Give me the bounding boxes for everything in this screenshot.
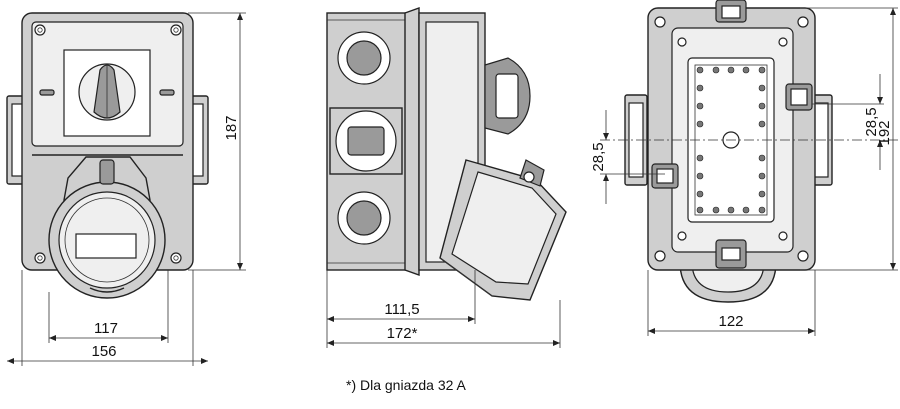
front-outer-width-label: 156 — [91, 343, 116, 360]
back-right-offset-label: 28,5 — [863, 107, 880, 136]
back-dimensions: 28,5 28,5 192 122 — [590, 7, 898, 336]
side-depth-label: 111,5 — [384, 301, 419, 318]
back-height-label: 192 — [876, 120, 893, 145]
screw-icons — [34, 24, 182, 264]
front-view — [6, 12, 209, 299]
side-total-depth-label: 172* — [387, 325, 418, 342]
side-dimensions: 111,5 172* — [326, 270, 561, 348]
front-dimensions: 187 117 156 — [6, 12, 246, 366]
front-height-label: 187 — [223, 115, 240, 140]
side-view — [326, 7, 567, 301]
side-socket-icon — [329, 107, 403, 175]
angled-outlet-icon — [439, 159, 567, 301]
terminal-dot-grid — [696, 66, 766, 214]
cable-gland-icons — [337, 31, 391, 245]
footnote: *) Dla gniazda 32 A — [346, 377, 467, 393]
back-screw-icons — [654, 16, 809, 262]
back-left-offset-label: 28,5 — [590, 142, 607, 171]
rotary-switch-knob-icon — [78, 63, 136, 121]
socket-outlet-icon — [48, 156, 166, 299]
back-view — [600, 0, 900, 303]
back-width-label: 122 — [718, 313, 743, 330]
front-inner-width-label: 117 — [94, 320, 118, 337]
